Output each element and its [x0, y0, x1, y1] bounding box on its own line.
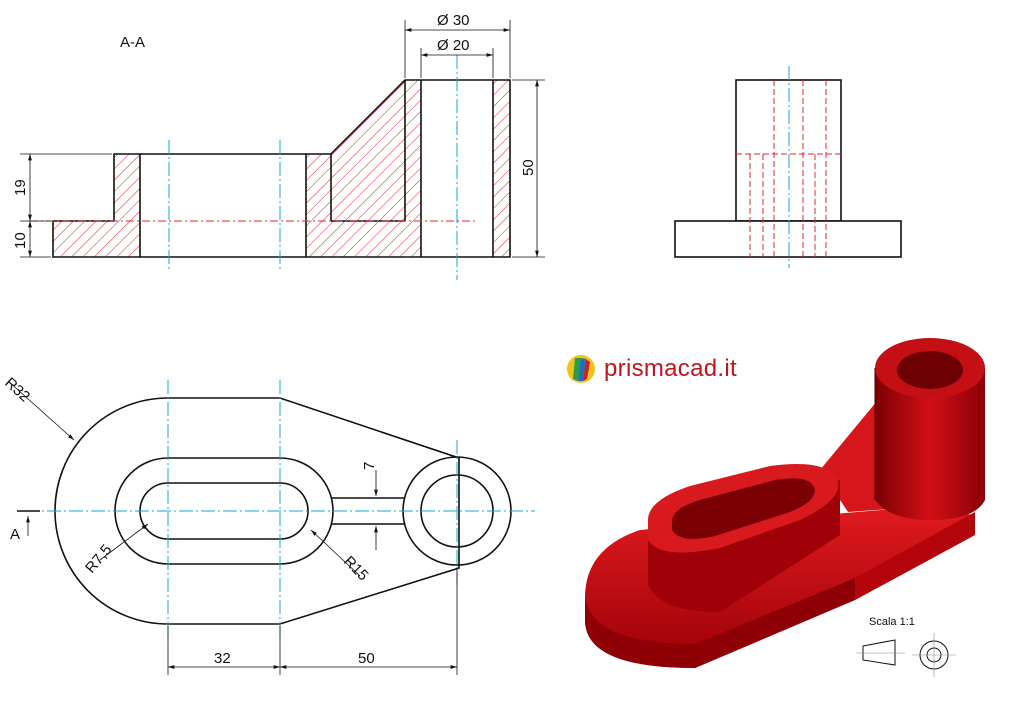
dim-outer-diameter: Ø 30 — [437, 12, 470, 29]
prism-logo-icon — [567, 355, 595, 383]
section-marker — [17, 510, 40, 536]
side-view — [674, 66, 902, 268]
section-dimensions — [20, 20, 545, 258]
brand-name: prismacad.it — [604, 355, 737, 382]
dim-inner-diameter: Ø 20 — [437, 37, 470, 54]
top-view: A 32 50 7 R32 R7,5 R15 — [1, 374, 535, 675]
section-centerlines — [168, 55, 458, 280]
dim-slot-spacing: 32 — [214, 650, 231, 667]
top-dimensions — [7, 380, 458, 675]
dim-center-distance: 50 — [358, 650, 375, 667]
top-centerlines — [25, 380, 535, 640]
dim-rib-width: 7 — [361, 462, 378, 470]
scale-label: Scala 1:1 — [869, 616, 915, 628]
projection-symbol — [856, 633, 956, 677]
section-marker-label: A — [10, 526, 20, 543]
dim-radius-outer: R32 — [1, 374, 33, 405]
brand-logo: prismacad.it — [566, 352, 737, 386]
model-3d — [585, 338, 985, 668]
top-outline — [54, 397, 460, 625]
section-label: A-A — [120, 34, 145, 51]
section-hatching — [52, 79, 511, 258]
dim-radius-boss: R15 — [340, 553, 371, 584]
section-view-a-a: A-A — [12, 12, 545, 280]
dim-base-thickness: 10 — [12, 232, 29, 249]
hidden-lines — [736, 80, 841, 257]
dim-height-total: 50 — [520, 159, 537, 176]
dim-radius-slot: R7,5 — [82, 541, 115, 576]
dim-height-boss: 19 — [12, 179, 29, 196]
